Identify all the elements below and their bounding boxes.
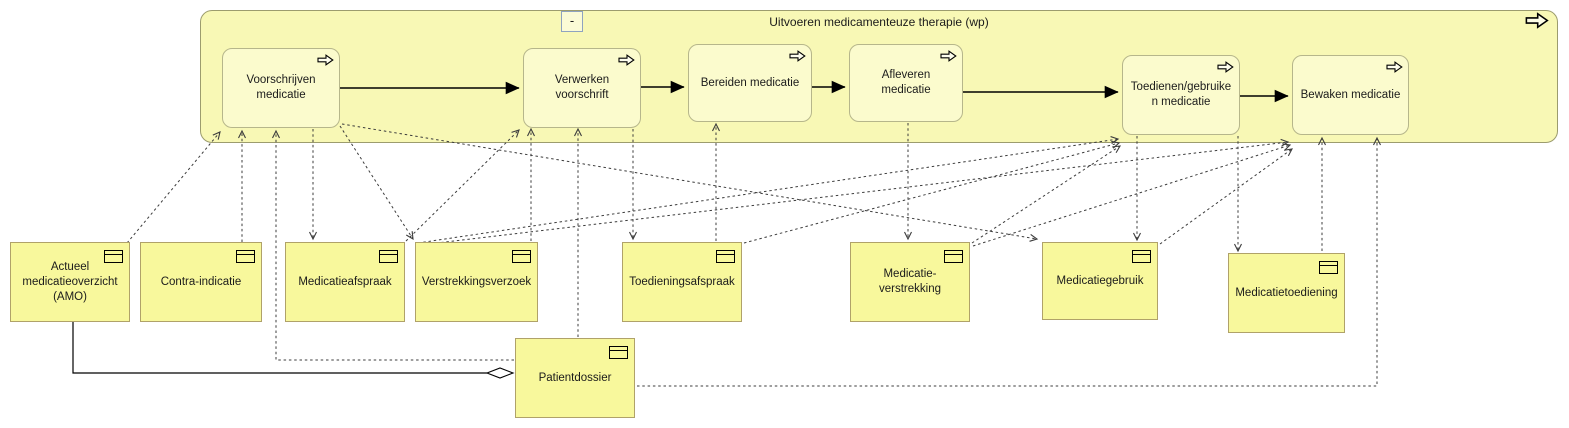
process-icon bbox=[317, 54, 334, 71]
business-object-medicatietoediening[interactable]: Medicatietoediening bbox=[1228, 253, 1345, 333]
access-actueel-medicatieoverzicht-amo-to-voorschrijven-medicatie bbox=[126, 131, 221, 244]
access-medicatieafspraak-to-verwerken-voorschrift bbox=[405, 129, 520, 242]
node-label: Toedienen/gebruiken medicatie bbox=[1130, 81, 1232, 108]
node-label: Verwerken voorschrift bbox=[554, 74, 610, 101]
access-verstrekkingsverzoek-to-toedienen-gebruiken-medicatie bbox=[417, 136, 1120, 244]
business-object-icon bbox=[512, 250, 531, 263]
business-object-patientdossier[interactable]: Patientdossier bbox=[515, 338, 635, 418]
process-bereiden-medicatie[interactable]: Bereiden medicatie bbox=[688, 44, 812, 122]
business-object-icon bbox=[1132, 250, 1151, 263]
process-toedienen-gebruiken-medicatie[interactable]: Toedienen/gebruiken medicatie bbox=[1122, 55, 1240, 135]
node-label: Bereiden medicatie bbox=[700, 76, 800, 89]
process-icon bbox=[789, 50, 806, 67]
business-object-medicatiegebruik[interactable]: Medicatiegebruik bbox=[1042, 242, 1158, 320]
process-verwerken-voorschrift[interactable]: Verwerken voorschrift bbox=[523, 48, 641, 128]
business-object-icon bbox=[104, 250, 123, 263]
business-object-actueel-medicatieoverzicht-amo[interactable]: Actueel medicatieoverzicht (AMO) bbox=[10, 242, 130, 322]
node-label: Voorschrijven medicatie bbox=[246, 74, 316, 101]
business-object-icon bbox=[609, 346, 628, 359]
node-label: Toedieningsafspraak bbox=[629, 275, 735, 288]
process-voorschrijven-medicatie[interactable]: Voorschrijven medicatie bbox=[222, 48, 340, 128]
access-verstrekkingsverzoek-to-bewaken-medicatie bbox=[419, 138, 1290, 246]
business-object-toedieningsafspraak[interactable]: Toedieningsafspraak bbox=[622, 242, 742, 322]
process-icon bbox=[618, 54, 635, 71]
node-label: Patientdossier bbox=[538, 371, 612, 384]
node-label: Medicatietoediening bbox=[1235, 286, 1338, 299]
node-label: Verstrekkingsverzoek bbox=[421, 275, 532, 288]
business-object-icon bbox=[236, 250, 255, 263]
container-title: Uitvoeren medicamenteuze therapie (wp) bbox=[769, 15, 989, 29]
node-label: Medicatiegebruik bbox=[1056, 274, 1144, 287]
business-object-icon bbox=[944, 250, 963, 263]
node-label: Bewaken medicatie bbox=[1300, 88, 1401, 101]
process-afleveren-medicatie[interactable]: Afleveren medicatie bbox=[849, 44, 963, 122]
business-object-icon bbox=[379, 250, 398, 263]
process-icon bbox=[1217, 61, 1234, 78]
node-label: Medicatieafspraak bbox=[298, 275, 392, 288]
process-icon bbox=[940, 50, 957, 67]
node-label: Afleveren medicatie bbox=[881, 69, 931, 96]
process-bewaken-medicatie[interactable]: Bewaken medicatie bbox=[1292, 55, 1409, 135]
business-object-icon bbox=[1319, 261, 1338, 274]
business-object-verstrekkingsverzoek[interactable]: Verstrekkingsverzoek bbox=[415, 242, 538, 322]
node-label: Medicatie-verstrekking bbox=[879, 268, 941, 295]
aggregation-patientdossier-to-actueel-medicatieoverzicht-amo bbox=[72, 322, 487, 374]
aggregation-diamond bbox=[485, 367, 515, 379]
process-icon bbox=[1386, 61, 1403, 78]
access-medicatie-verstrekking-to-bewaken-medicatie bbox=[972, 143, 1292, 247]
business-object-medicatie-verstrekking[interactable]: Medicatie-verstrekking bbox=[850, 242, 970, 322]
access-toedieningsafspraak-to-toedienen-gebruiken-medicatie bbox=[743, 140, 1121, 244]
node-label: Contra-indicatie bbox=[160, 275, 242, 288]
access-medicatie-verstrekking-to-toedienen-gebruiken-medicatie bbox=[971, 145, 1122, 244]
collapse-button[interactable]: - bbox=[561, 11, 583, 32]
node-label: Actueel medicatieoverzicht (AMO) bbox=[22, 260, 118, 303]
process-icon bbox=[1524, 12, 1550, 34]
business-object-medicatieafspraak[interactable]: Medicatieafspraak bbox=[285, 242, 405, 322]
access-medicatiegebruik-to-bewaken-medicatie bbox=[1159, 148, 1293, 245]
business-object-icon bbox=[716, 250, 735, 263]
business-object-contra-indicatie[interactable]: Contra-indicatie bbox=[140, 242, 262, 322]
